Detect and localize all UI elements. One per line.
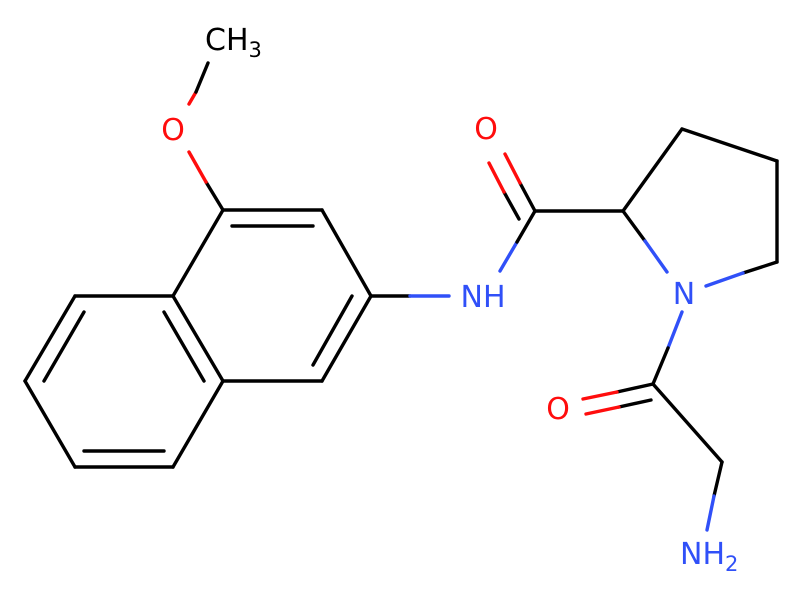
bond-c4-o-a xyxy=(204,180,225,212)
bond-c3-c2 xyxy=(320,208,373,298)
bond-c8a-c4a xyxy=(171,294,225,383)
amine-label: NH2 xyxy=(680,537,738,576)
carbon-bonds xyxy=(23,127,779,469)
methyl-label: CH3 xyxy=(205,23,262,62)
bond-o-ch3-b xyxy=(194,61,210,94)
bond-amide-co-1b xyxy=(503,152,522,185)
bond-amide-co-1a xyxy=(518,181,537,213)
bond-c8a-c4a-inner xyxy=(162,310,206,383)
amide-oxygen-label: O xyxy=(474,112,498,147)
acyl-oxygen-label: O xyxy=(546,392,570,427)
bond-ch2-nh2-a xyxy=(712,460,724,498)
bond-cd-n-a xyxy=(741,260,779,275)
hetero-bonds xyxy=(187,61,779,532)
bond-ca-n-b xyxy=(643,239,669,274)
bond-cd-n-b xyxy=(704,271,745,288)
bond-ch2-nh2-b xyxy=(705,494,716,532)
bond-cb-cg xyxy=(680,127,779,163)
bond-c4-o-b xyxy=(187,150,208,184)
bond-n-acyl-b xyxy=(651,346,670,386)
bond-c4a-c4 xyxy=(171,208,225,298)
bond-nh-c-a xyxy=(498,240,519,273)
bond-c5-c6 xyxy=(23,294,77,383)
bond-ca-n-a xyxy=(621,209,647,243)
bond-c5-c6-inner xyxy=(42,310,86,383)
bond-amide-co-2a xyxy=(502,190,521,221)
bond-c8-c8a xyxy=(171,379,225,469)
bond-c6-c7 xyxy=(23,379,77,469)
bond-c2-c1 xyxy=(320,294,373,383)
atom-labels: CH3 O NH O N O NH2 xyxy=(161,23,738,576)
bond-acyl-co-2b xyxy=(584,405,621,416)
methoxy-oxygen-label: O xyxy=(161,113,185,148)
bond-n-acyl-a xyxy=(666,310,684,350)
bond-c2-c1-inner xyxy=(311,294,354,367)
bond-amide-co-2b xyxy=(487,161,506,194)
bond-acyl-ch2 xyxy=(651,382,724,464)
bond-acyl-co-1b xyxy=(581,390,619,401)
bond-acyl-co-1a xyxy=(615,382,655,394)
ring-nitrogen-label: N xyxy=(673,277,695,312)
bond-nh-c-b xyxy=(515,209,537,244)
bond-o-ch3-a xyxy=(187,90,198,106)
amide-nh-label: NH xyxy=(461,280,506,315)
bond-ca-cb xyxy=(621,127,684,213)
bond-acyl-co-2a xyxy=(617,398,653,409)
